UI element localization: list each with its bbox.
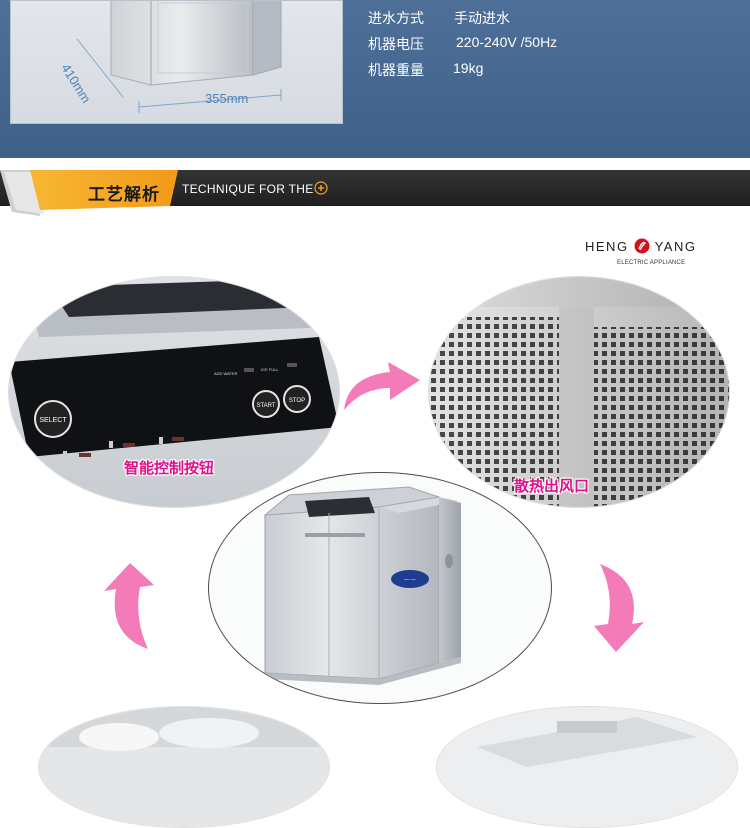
curved-arrow-right-icon (344, 362, 420, 410)
dimension-lines (76, 38, 282, 113)
width-dimension: 355mm (205, 91, 249, 106)
add-water-label: ADD WATER (214, 371, 238, 376)
curved-arrow-up-icon (104, 563, 154, 649)
curved-arrow-down-icon (594, 564, 644, 652)
spec-key: 机器重量 (368, 63, 424, 79)
plus-circle-icon[interactable] (314, 181, 328, 195)
select-button-label: SELECT (39, 417, 67, 424)
spec-value: 手动进水 (454, 10, 510, 26)
section-title-cn: 工艺解析 (88, 185, 160, 205)
air-vent-caption: 散热出风口 (514, 477, 590, 495)
svg-text:— —: — — (404, 577, 415, 583)
main-product-view: — — (208, 472, 552, 704)
start-button-label: START (256, 403, 275, 409)
ice-basket-closeup (38, 706, 330, 828)
lid-image (437, 707, 737, 827)
stop-button-label: STOP (289, 398, 305, 404)
spec-value: 19kg (453, 60, 484, 76)
product-showcase: HENG YANG ELECTRIC APPLIANCE SELECT STAR… (0, 228, 750, 828)
air-vent-closeup (428, 276, 730, 508)
brand-subtitle: ELECTRIC APPLIANCE (617, 260, 686, 266)
ice-maker-image: — — (263, 486, 461, 685)
control-panel-image: SELECT START STOP ADD WATER ICE FULL (9, 277, 339, 507)
ice-basket-image (39, 707, 329, 827)
spec-band: 410mm 355mm 进水方式 手动进水 机器电压 220-240V /50H… (0, 0, 750, 158)
section-title-bar: 工艺解析 TECHNIQUE FOR THE (0, 158, 750, 228)
control-panel-closeup: SELECT START STOP ADD WATER ICE FULL (8, 276, 340, 508)
spec-key: 进水方式 (368, 11, 424, 27)
brand-logo: HENG YANG ELECTRIC APPLIANCE (585, 236, 725, 276)
dimension-panel: 410mm 355mm (10, 0, 343, 124)
control-buttons-caption: 智能控制按钮 (124, 459, 215, 477)
lid-closeup (436, 706, 738, 828)
brand-mark-icon (634, 238, 650, 254)
spec-key: 机器电压 (368, 37, 424, 53)
brand-name: HENG YANG (585, 238, 697, 254)
title-ribbon (0, 170, 178, 216)
section-title-en: TECHNIQUE FOR THE (182, 182, 314, 196)
air-vent-image (429, 277, 729, 507)
ice-full-label: ICE FULL (261, 367, 279, 372)
ice-maker-side-image (110, 1, 282, 86)
spec-value: 220-240V /50Hz (456, 34, 558, 50)
